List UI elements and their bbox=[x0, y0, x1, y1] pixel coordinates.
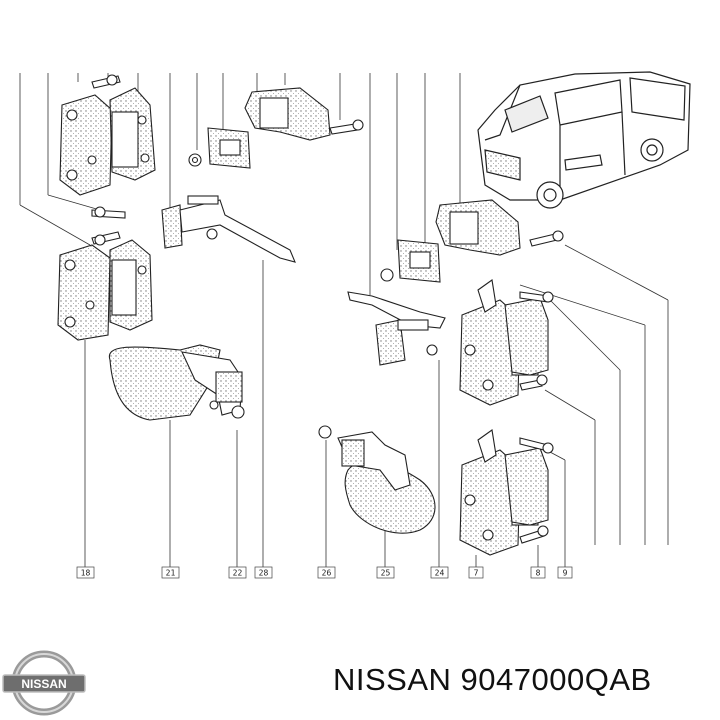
handle-cover-left bbox=[108, 344, 245, 421]
svg-text:7: 7 bbox=[474, 569, 479, 578]
svg-text:28: 28 bbox=[259, 569, 269, 578]
svg-text:21: 21 bbox=[166, 569, 176, 578]
svg-text:26: 26 bbox=[322, 569, 332, 578]
svg-text:8: 8 bbox=[536, 569, 541, 578]
door-check-strap-right bbox=[347, 291, 446, 366]
callout-18: 18 bbox=[76, 566, 95, 579]
svg-text:NISSAN: NISSAN bbox=[21, 677, 66, 691]
svg-text:22: 22 bbox=[233, 569, 243, 578]
svg-text:24: 24 bbox=[435, 569, 445, 578]
callout-28: 28 bbox=[254, 566, 273, 579]
part-number-caption: NISSAN 9047000QAB bbox=[333, 662, 652, 697]
callout-26: 26 bbox=[317, 566, 336, 579]
callout-8: 8 bbox=[530, 566, 546, 579]
door-check-strap-upper bbox=[161, 195, 296, 263]
van-illustration bbox=[477, 71, 691, 209]
upper-hinge-right bbox=[459, 279, 554, 406]
callout-7: 7 bbox=[468, 566, 484, 579]
callout-21: 21 bbox=[161, 566, 180, 579]
leader-lines bbox=[19, 73, 669, 567]
lower-hinge-left bbox=[57, 206, 153, 341]
svg-text:18: 18 bbox=[81, 569, 91, 578]
svg-text:25: 25 bbox=[381, 569, 391, 578]
striker-right bbox=[380, 199, 564, 283]
handle-cover-right bbox=[318, 425, 436, 534]
striker-upper bbox=[188, 87, 364, 169]
callout-25: 25 bbox=[376, 566, 395, 579]
callout-22: 22 bbox=[228, 566, 247, 579]
callout-labels: 18 21 22 28 26 25 24 7 8 9 bbox=[76, 566, 573, 579]
upper-hinge-left bbox=[59, 74, 156, 196]
nissan-logo: NISSAN bbox=[2, 650, 86, 716]
lower-hinge-right bbox=[459, 429, 554, 556]
callout-9: 9 bbox=[557, 566, 573, 579]
callout-24: 24 bbox=[430, 566, 449, 579]
svg-text:9: 9 bbox=[563, 569, 568, 578]
